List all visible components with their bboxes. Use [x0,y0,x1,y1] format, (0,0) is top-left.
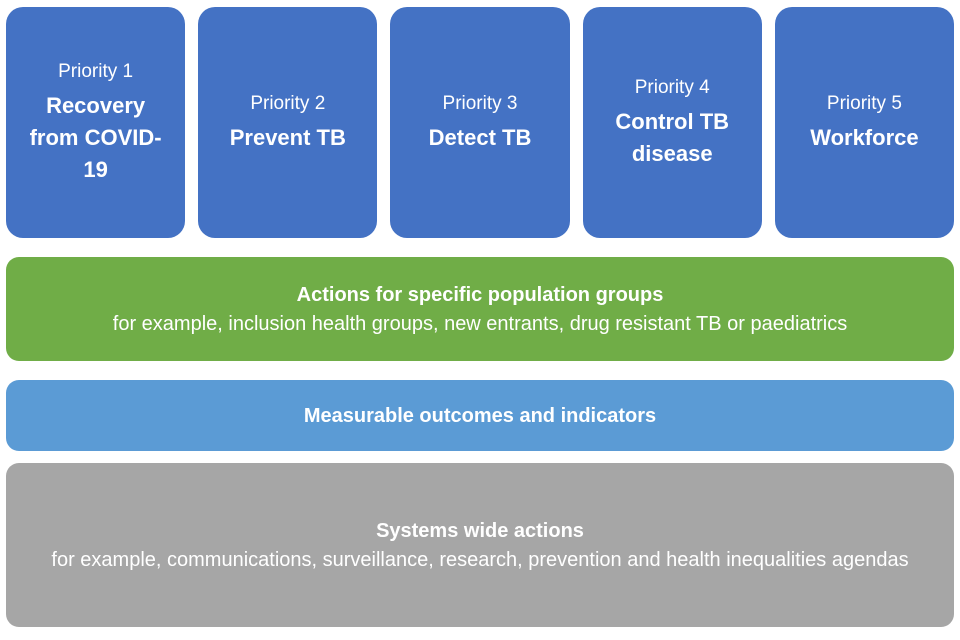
band-population-title: Actions for specific population groups [296,284,664,306]
band-systems-wide-actions: Systems wide actions for example, commun… [6,463,954,627]
priority-5-title: Workforce [810,125,919,151]
priority-4-title: Control TB disease [615,109,730,167]
band-outcomes-title: Measurable outcomes and indicators [303,404,657,427]
band-measurable-outcomes: Measurable outcomes and indicators [6,380,954,452]
band-population-groups: Actions for specific population groups f… [6,256,954,362]
priority-2-label: Priority 2 [250,92,326,114]
priority-3-label: Priority 3 [442,92,518,114]
priority-box-4: Priority 4 Control TB disease [582,7,762,238]
priority-1-title: Recovery from COVID-19 [29,93,162,183]
priority-4-label: Priority 4 [634,76,710,98]
band-population-subtitle: for example, inclusion health groups, ne… [112,313,848,335]
priority-1-label: Priority 1 [58,60,134,82]
priority-box-2: Priority 2 Prevent TB [198,7,378,238]
priority-3-title: Detect TB [428,125,532,151]
priority-box-5: Priority 5 Workforce [774,7,955,238]
band-systems-subtitle: for example, communications, surveillanc… [51,549,909,572]
priority-5-label: Priority 5 [826,92,902,114]
priority-row: Priority 1 Recovery from COVID-19 Priori… [6,7,955,238]
priority-box-1: Priority 1 Recovery from COVID-19 [6,7,186,238]
priority-box-3: Priority 3 Detect TB [390,7,570,238]
band-systems-title: Systems wide actions [376,520,584,543]
priority-2-title: Prevent TB [229,125,346,151]
